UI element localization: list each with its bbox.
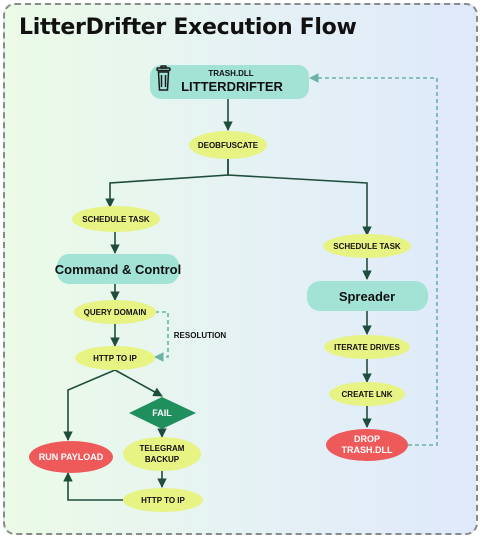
arrow-http2-to-runpayload — [63, 472, 123, 501]
dashed-drop-to-start — [309, 73, 438, 446]
query-domain-label: QUERY DOMAIN — [84, 308, 147, 317]
telegram-backup-label-2: BACKUP — [145, 455, 180, 464]
arrow-deobfuscate-to-schedule-left — [105, 159, 229, 208]
dashed-connectors — [154, 73, 438, 446]
drop-label-2: TRASH.DLL — [342, 445, 393, 455]
trash-can-icon — [156, 65, 171, 91]
schedule-task-left-node: SCHEDULE TASK — [72, 206, 160, 232]
command-control-label: Command & Control — [55, 262, 181, 277]
run-payload-node: RUN PAYLOAD — [29, 441, 113, 473]
arrow-deobfuscate-to-schedule-right — [227, 159, 372, 236]
drop-trash-dll-node: DROP TRASH.DLL — [326, 429, 408, 461]
deobfuscate-label: DEOBFUSCATE — [198, 141, 259, 150]
arrow-http-to-fail — [114, 369, 163, 397]
create-lnk-label: CREATE LNK — [342, 390, 393, 399]
fail-label: FAIL — [152, 408, 172, 418]
http-to-ip-label-1: HTTP TO IP — [93, 354, 137, 363]
spreader-label: Spreader — [339, 289, 395, 304]
http-to-ip-node-1: HTTP TO IP — [75, 346, 155, 370]
deobfuscate-node: DEOBFUSCATE — [189, 131, 267, 159]
diagram-title: LitterDrifter Execution Flow — [19, 15, 357, 40]
schedule-task-right-node: SCHEDULE TASK — [323, 234, 411, 258]
http-to-ip-label-2: HTTP TO IP — [141, 496, 185, 505]
create-lnk-node: CREATE LNK — [329, 382, 405, 406]
iterate-drives-node: ITERATE DRIVES — [324, 335, 410, 359]
query-domain-node: QUERY DOMAIN — [74, 300, 156, 324]
flow-diagram: TRASH.DLL LITTERDRIFTER DEOBFUSCATE SCHE… — [29, 65, 438, 512]
diagram-canvas: LitterDrifter Execution Flow — [3, 3, 478, 535]
telegram-backup-label-1: TELEGRAM — [140, 444, 185, 453]
run-payload-label: RUN PAYLOAD — [39, 452, 104, 462]
drop-label-1: DROP — [354, 434, 380, 444]
arrow-http-to-runpayload — [63, 369, 116, 441]
fail-node: FAIL — [129, 397, 196, 429]
start-node-main-label: LITTERDRIFTER — [181, 79, 283, 94]
telegram-backup-node: TELEGRAM BACKUP — [123, 437, 201, 471]
http-to-ip-node-2: HTTP TO IP — [123, 488, 203, 512]
schedule-task-left-label: SCHEDULE TASK — [82, 215, 150, 224]
iterate-drives-label: ITERATE DRIVES — [334, 343, 400, 352]
schedule-task-right-label: SCHEDULE TASK — [333, 242, 401, 251]
start-node-top-label: TRASH.DLL — [208, 69, 253, 78]
command-control-node: Command & Control — [55, 254, 181, 284]
resolution-label: RESOLUTION — [174, 331, 227, 340]
spreader-node: Spreader — [307, 281, 428, 311]
start-node: TRASH.DLL LITTERDRIFTER — [150, 65, 309, 99]
dashed-resolution-loop — [154, 311, 169, 362]
